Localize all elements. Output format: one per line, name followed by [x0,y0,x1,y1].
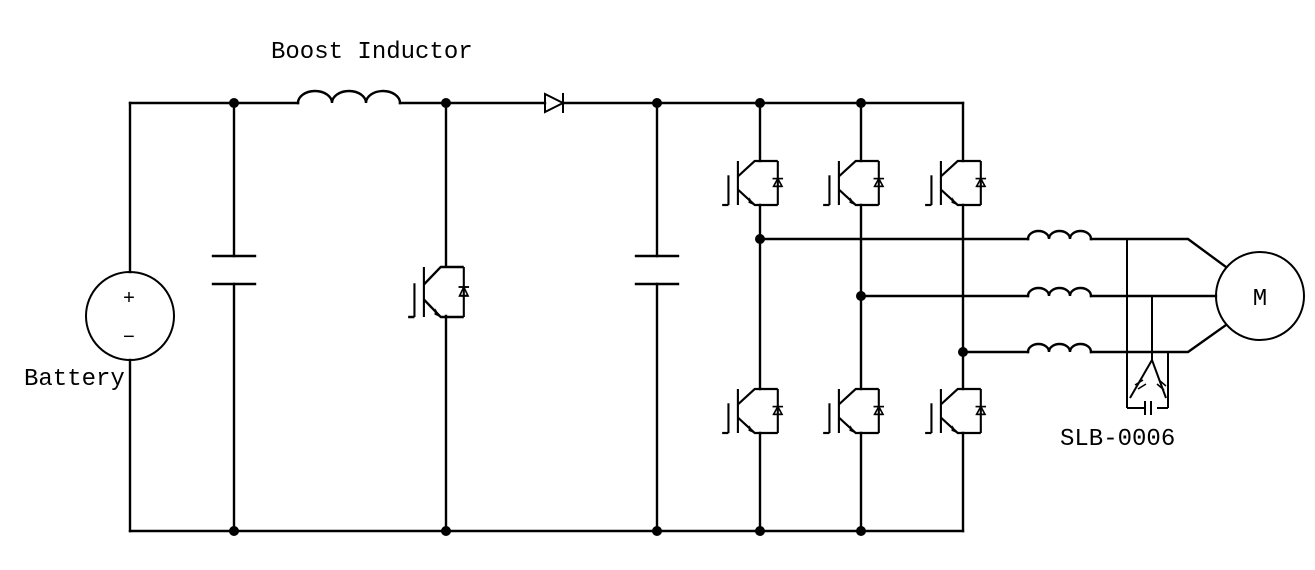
battery-symbol [85,271,175,361]
inverter-leg-a [721,101,785,533]
phase-a-inductor [1026,229,1093,241]
motor-label: M [1253,286,1267,313]
junction-dots [229,98,968,536]
boost-inductor-coil [296,89,402,105]
boost-diode [544,92,566,114]
inverter-leg-c [924,101,988,533]
phase-b-inductor [1026,286,1093,298]
battery-label: Battery [24,366,125,393]
phase-c-inductor [1026,342,1093,354]
boost-switch-igbt [406,265,471,319]
motor-lead-c [1089,323,1228,354]
slb-0006-network [1126,239,1169,415]
boost-inductor-label: Boost Inductor [271,39,473,66]
input-capacitor [211,101,257,533]
slb-part-label: SLB-0006 [1060,426,1175,453]
battery-minus-sign: − [123,327,135,350]
dc-link-capacitor [634,101,680,533]
inverter-leg-b [822,101,886,533]
motor-symbol [1215,251,1305,341]
motor-lead-a [1089,237,1228,269]
battery-plus-sign: + [123,288,135,311]
